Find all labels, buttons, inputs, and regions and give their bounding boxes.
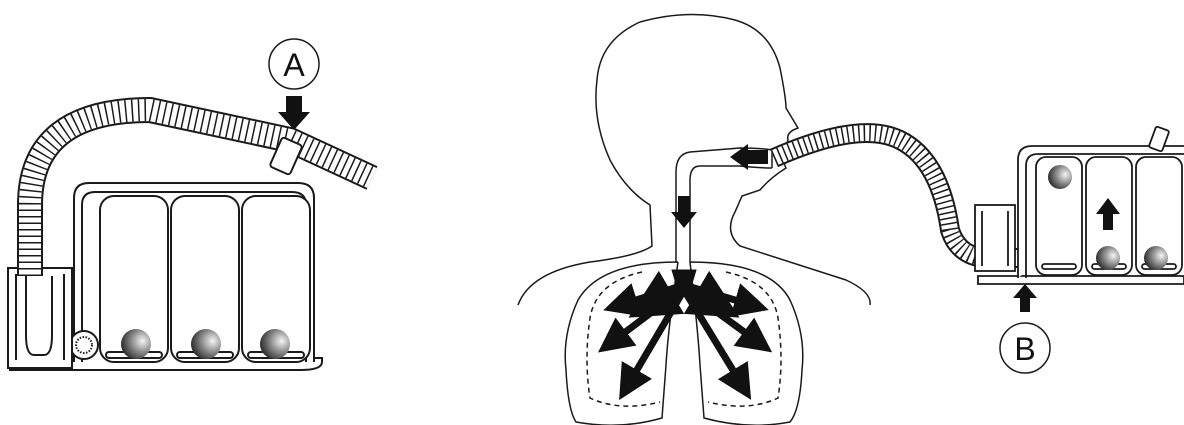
right-mouthpiece-holder xyxy=(975,205,1015,271)
left-lung-outline xyxy=(565,262,678,425)
right-ball-1 xyxy=(1048,165,1072,189)
callout-a-arrow xyxy=(278,96,310,130)
callout-b-label: B xyxy=(1014,331,1035,367)
right-ball-2 xyxy=(1096,246,1120,270)
right-ball-3 xyxy=(1144,246,1168,270)
right-lung-outline xyxy=(690,262,803,425)
bronchi-tree xyxy=(612,270,758,385)
callout-b-arrow xyxy=(1013,284,1037,312)
left-ball-2 xyxy=(191,329,221,359)
left-lung-inner-dashed xyxy=(587,272,660,406)
right-device-base xyxy=(978,276,1184,284)
callout-b: B xyxy=(1000,284,1050,373)
human-silhouette xyxy=(518,14,870,425)
left-ball-3 xyxy=(260,329,290,359)
callout-a: A xyxy=(269,39,319,130)
airway-arrow-down xyxy=(671,196,697,228)
left-ball-1 xyxy=(121,329,151,359)
right-spirometer xyxy=(975,126,1184,284)
callout-a-label: A xyxy=(283,47,305,83)
left-spirometer xyxy=(8,110,372,370)
